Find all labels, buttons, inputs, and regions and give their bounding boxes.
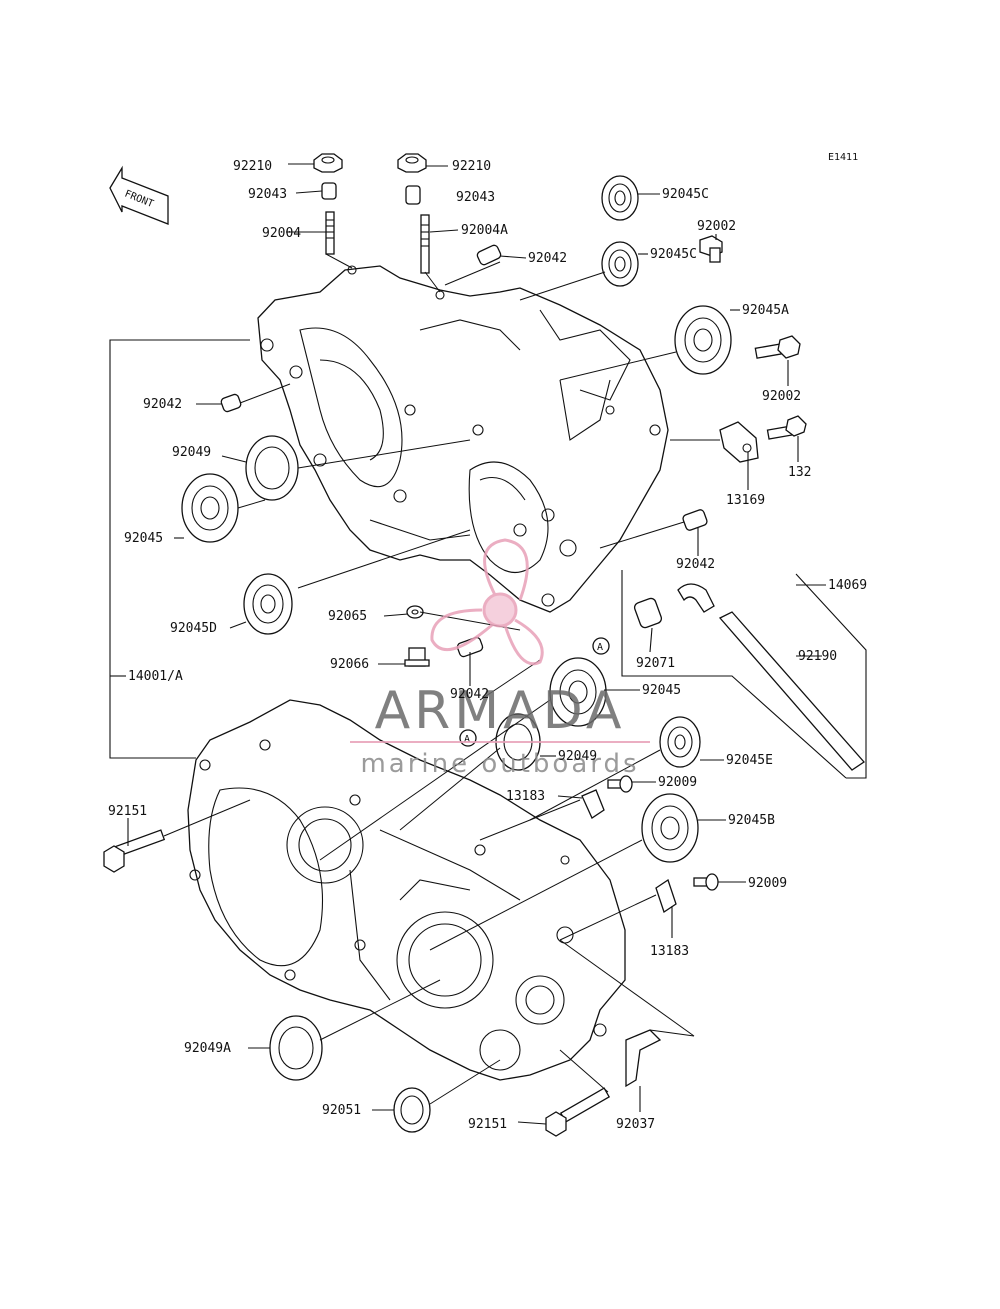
part-label: 92049: [558, 749, 597, 764]
upper-crankcase-half: [257, 265, 669, 613]
part-label: 92045A: [742, 303, 789, 318]
part-label: 92009: [658, 775, 697, 790]
bearing-92045-left: [181, 473, 239, 543]
seal-92051: [393, 1087, 431, 1133]
washer-92065: [406, 605, 424, 619]
propeller-logo-icon: [430, 538, 544, 666]
bearing-92045-mid: [549, 657, 607, 727]
part-label: 92004: [262, 226, 301, 241]
stud-92004: [325, 211, 335, 255]
armada-watermark: ARMADA marine outboards: [350, 538, 650, 779]
seal-92049A: [269, 1015, 323, 1081]
clip-13183-bottom: [655, 878, 677, 914]
bearing-92045C-top: [601, 175, 639, 221]
seal-92049-top: [245, 435, 299, 501]
part-label: 92042: [528, 251, 567, 266]
collar-92043-right: [405, 185, 421, 205]
diagram-code: E1411: [828, 152, 858, 163]
cap-92071: [633, 597, 663, 629]
part-label: 92042: [676, 557, 715, 572]
collar-92043-left: [321, 182, 337, 200]
part-label: 92042: [143, 397, 182, 412]
part-label: 92043: [248, 187, 287, 202]
bolt-132: [766, 415, 807, 440]
part-label: 92009: [748, 876, 787, 891]
bearing-92045B: [641, 793, 699, 863]
lower-crankcase-half: [187, 699, 626, 1081]
clip-13183-top: [581, 789, 605, 819]
bolt-92151-bottom: [545, 1087, 611, 1137]
svg-text:A: A: [464, 734, 470, 745]
bearing-92045E: [659, 716, 701, 768]
part-label: 92045B: [728, 813, 775, 828]
bolt-92151-left: [103, 829, 166, 873]
part-label: 92045: [124, 531, 163, 546]
dowel-pin-92042-left: [220, 393, 242, 413]
part-label: 92151: [108, 804, 147, 819]
svg-text:A: A: [597, 642, 603, 653]
watermark-brand: ARMADA: [375, 681, 626, 741]
part-label: 92151: [468, 1117, 507, 1132]
part-label: 92049A: [184, 1041, 231, 1056]
nut-92210-left: [313, 153, 343, 173]
part-label: 92065: [328, 609, 367, 624]
part-label: 92004A: [461, 223, 508, 238]
part-label: 14069: [828, 578, 867, 593]
callout-A-upper: A: [592, 637, 610, 655]
part-label: 92002: [697, 219, 736, 234]
bracket-92037: [625, 1029, 662, 1088]
dowel-pin-92042-top: [476, 244, 502, 266]
nut-92210-right: [397, 153, 427, 173]
part-label: 92051: [322, 1103, 361, 1118]
plug-92066: [404, 647, 430, 667]
screw-92009-bottom: [693, 873, 719, 891]
leader-lines: [109, 163, 867, 1125]
part-label: 92045C: [662, 187, 709, 202]
elbow-fitting: [677, 583, 715, 613]
part-label: 92190: [798, 649, 837, 664]
hose-92190: [718, 611, 865, 771]
part-label: 92045C: [650, 247, 697, 262]
bearing-92045C-mid: [601, 241, 639, 287]
part-label: 92043: [456, 190, 495, 205]
plate-13169: [719, 421, 759, 463]
dowel-pin-92042-mid: [456, 636, 484, 658]
part-label: 92045E: [726, 753, 773, 768]
part-label: 92002: [762, 389, 801, 404]
part-label: 13169: [726, 493, 765, 508]
assembly-guide-lines: [163, 253, 720, 1105]
dowel-pin-92042-right: [682, 509, 708, 531]
stud-92004A: [420, 214, 430, 274]
front-arrow-icon: FRONT: [109, 165, 169, 225]
part-label: 92049: [172, 445, 211, 460]
bolt-92002-bottom: [754, 335, 801, 359]
part-label: 92045D: [170, 621, 217, 636]
part-label: 13183: [650, 944, 689, 959]
part-label: 13183: [506, 789, 545, 804]
part-label: 92210: [233, 159, 272, 174]
part-label: 132: [788, 465, 811, 480]
watermark-tagline: marine outboards: [360, 749, 639, 779]
part-label: 92066: [330, 657, 369, 672]
part-label: 92210: [452, 159, 491, 174]
part-label: 92045: [642, 683, 681, 698]
bearing-92045A: [674, 305, 732, 375]
part-label: 92037: [616, 1117, 655, 1132]
bearing-92045D: [243, 573, 293, 635]
bolt-92002-top: [699, 235, 723, 263]
screw-92009-top: [607, 775, 633, 793]
part-label: 92071: [636, 656, 675, 671]
part-label: 14001/A: [128, 669, 183, 684]
part-labels: 92210 92210 92043 92043 92004 92004A 920…: [108, 159, 867, 1132]
part-label: 92042: [450, 687, 489, 702]
